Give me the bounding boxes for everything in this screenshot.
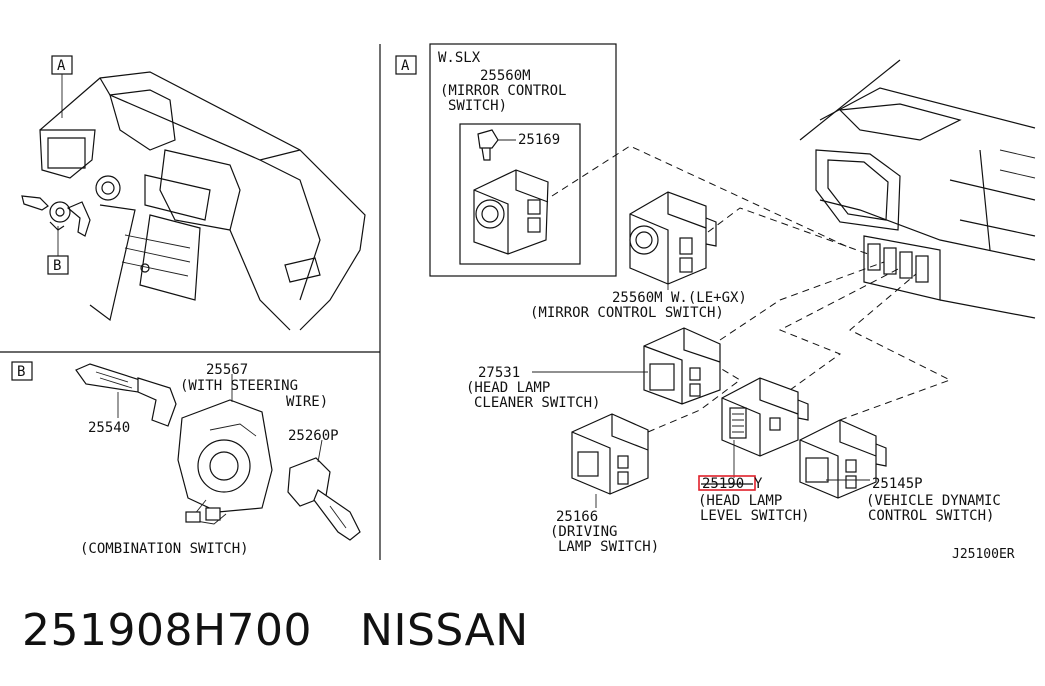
vdc-switch-25145p-drawing	[799, 419, 887, 499]
part-desc-27531-line1: (HEAD LAMP	[466, 380, 550, 396]
mirror-switch-wslx-drawing	[473, 169, 549, 255]
part-note-25567-line2: WIRE)	[286, 394, 328, 410]
callout-box-b-panel	[11, 361, 33, 381]
part-desc-25190y-line1: (HEAD LAMP	[698, 493, 782, 509]
part-label-25540: 25540	[88, 420, 130, 436]
spiral-cable-25567-drawing	[177, 399, 273, 525]
part-desc-25145p-line1: (VEHICLE DYNAMIC	[866, 493, 1001, 509]
part-desc-25560m-le-gx: (MIRROR CONTROL SWITCH)	[530, 305, 724, 321]
head-lamp-level-switch-25190y-drawing	[721, 377, 809, 457]
mirror-switch-25560m-le-gx-drawing	[629, 191, 717, 285]
part-desc-27531-line2: CLEANER SWITCH)	[474, 395, 600, 411]
highlight-box-25190y	[698, 475, 756, 491]
part-label-25169: 25169	[518, 132, 560, 148]
steering-column-switch-mini	[21, 195, 91, 237]
mirror-switch-detail-frame	[459, 123, 581, 265]
panel-b-combination-switch: B 25540 25567 (WITH STEERING WIRE) 25260…	[11, 361, 361, 557]
part-note-25567-line1: (WITH STEERING	[180, 378, 298, 394]
diagram-reference-code: J25100ER	[952, 547, 1015, 560]
callout-box-a-right	[395, 55, 417, 75]
part-label-25260p: 25260P	[288, 428, 339, 444]
center-console-drawing	[799, 59, 1036, 319]
part-desc-25166-line1: (DRIVING	[550, 524, 617, 540]
head-lamp-cleaner-switch-27531-drawing	[643, 327, 721, 405]
exploded-parts-diagram: A B B	[0, 43, 1036, 560]
knob-25169-drawing	[477, 129, 499, 161]
brand-name: NISSAN	[360, 604, 529, 656]
callout-a-right: A	[401, 58, 410, 74]
callout-b-left: B	[53, 258, 61, 274]
part-label-25190y-suffix: Y	[754, 476, 763, 492]
caption-combination-switch: (COMBINATION SWITCH)	[80, 541, 249, 557]
part-label-25145p: 25145P	[872, 476, 923, 492]
part-desc-25145p-line2: CONTROL SWITCH)	[868, 508, 994, 524]
part-number: 251908H700	[22, 604, 313, 656]
callout-a-left: A	[57, 58, 66, 74]
part-label-25166: 25166	[556, 509, 598, 525]
headlamp-lever-25260p-drawing	[287, 457, 361, 541]
part-caption: 251908H700 NISSAN	[22, 598, 529, 662]
part-label-25567: 25567	[206, 362, 248, 378]
part-desc-25166-line2: LAMP SWITCH)	[558, 539, 659, 555]
part-label-25560m: 25560M	[480, 68, 531, 84]
variant-label-wslx: W.SLX	[438, 50, 481, 66]
dashboard-overview-drawing: A B	[21, 55, 366, 331]
driving-lamp-switch-25166-drawing	[571, 413, 649, 495]
part-desc-25560m-line2: SWITCH)	[448, 98, 507, 114]
part-label-27531: 27531	[478, 365, 520, 381]
wslx-inset-frame	[429, 43, 617, 277]
callout-b-panel: B	[17, 364, 25, 380]
part-desc-25560m-line1: (MIRROR CONTROL	[440, 83, 566, 99]
wiper-lever-25540-drawing	[75, 363, 177, 427]
panel-a-switches: A W.SLX 25560M (MIRROR CONTROL SWITCH) 2…	[395, 43, 1036, 560]
part-desc-25190y-line2: LEVEL SWITCH)	[700, 508, 810, 524]
part-label-25560m-le-gx: 25560M W.(LE+GX)	[612, 290, 747, 306]
